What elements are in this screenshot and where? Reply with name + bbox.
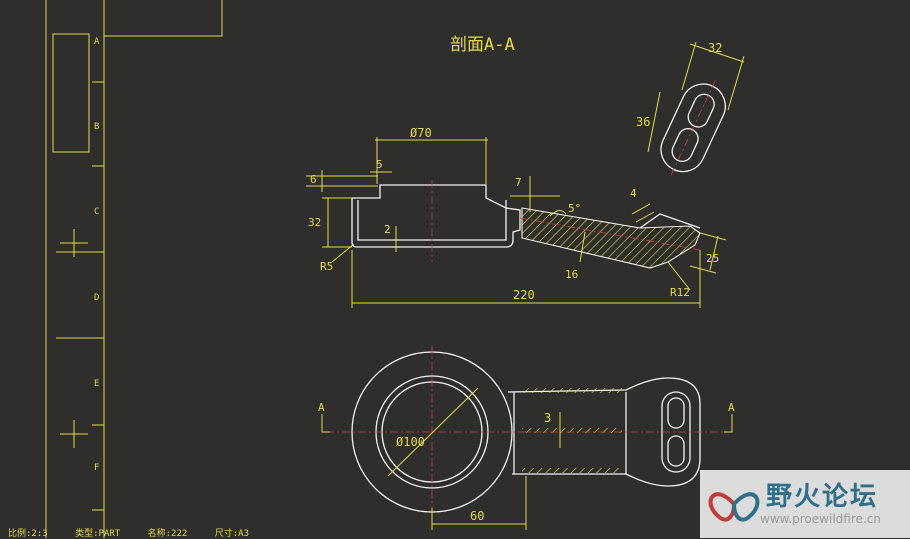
section-mark-right: A bbox=[728, 401, 735, 414]
dim-t2: 2 bbox=[384, 223, 391, 236]
dim-t3: 3 bbox=[544, 411, 551, 425]
zone-label: D bbox=[94, 293, 99, 303]
zone-label: C bbox=[94, 207, 99, 217]
dim-v16: 16 bbox=[565, 268, 578, 281]
dim-a5: 5° bbox=[568, 202, 581, 215]
section-dimensions: Ø70 5 6 32 R5 2 220 7 5° 4 bbox=[306, 126, 727, 308]
slot-detail-view[interactable]: 32 36 bbox=[636, 41, 745, 184]
dim-v7: 7 bbox=[515, 176, 522, 189]
status-name: 名称:222 bbox=[147, 529, 188, 539]
zone-label: F bbox=[94, 463, 99, 473]
top-view[interactable] bbox=[326, 346, 730, 520]
status-size: 尺寸:A3 bbox=[214, 529, 249, 539]
section-view[interactable] bbox=[351, 180, 701, 269]
dim-h36: 36 bbox=[636, 115, 650, 129]
zone-label: A bbox=[94, 37, 100, 47]
watermark-title: 野火论坛 bbox=[766, 482, 879, 512]
zone-label: E bbox=[94, 379, 99, 389]
drawing-frame bbox=[45, 0, 223, 538]
section-mark-left: A bbox=[318, 401, 325, 414]
dim-w5: 5 bbox=[376, 158, 383, 171]
zone-label: B bbox=[94, 122, 99, 132]
top-dimensions: Ø100 3 60 A A bbox=[318, 387, 735, 530]
dim-w32: 32 bbox=[708, 41, 722, 55]
forum-watermark: 野火论坛 www.proewildfire.cn bbox=[700, 470, 910, 538]
status-scale: 比例:2:3 bbox=[8, 529, 48, 539]
status-type: 类型:PART bbox=[75, 529, 121, 539]
dim-r5: R5 bbox=[320, 260, 333, 273]
dim-h6: 6 bbox=[310, 173, 317, 186]
zone-labels: A B C D E F bbox=[94, 37, 100, 473]
status-bar: 比例:2:3 类型:PART 名称:222 尺寸:A3 bbox=[8, 526, 271, 539]
dim-h32: 32 bbox=[308, 216, 321, 229]
dim-d100: Ø100 bbox=[396, 435, 425, 449]
dim-len60: 60 bbox=[470, 509, 484, 523]
dim-r12: R12 bbox=[670, 286, 690, 299]
dim-h25: 25 bbox=[706, 252, 719, 265]
dim-v4: 4 bbox=[630, 187, 637, 200]
section-title: 剖面A-A bbox=[450, 35, 515, 55]
dim-d70: Ø70 bbox=[410, 126, 432, 140]
watermark-url: www.proewildfire.cn bbox=[760, 512, 881, 526]
butterfly-logo-icon bbox=[708, 492, 760, 522]
dim-len220: 220 bbox=[513, 288, 535, 302]
